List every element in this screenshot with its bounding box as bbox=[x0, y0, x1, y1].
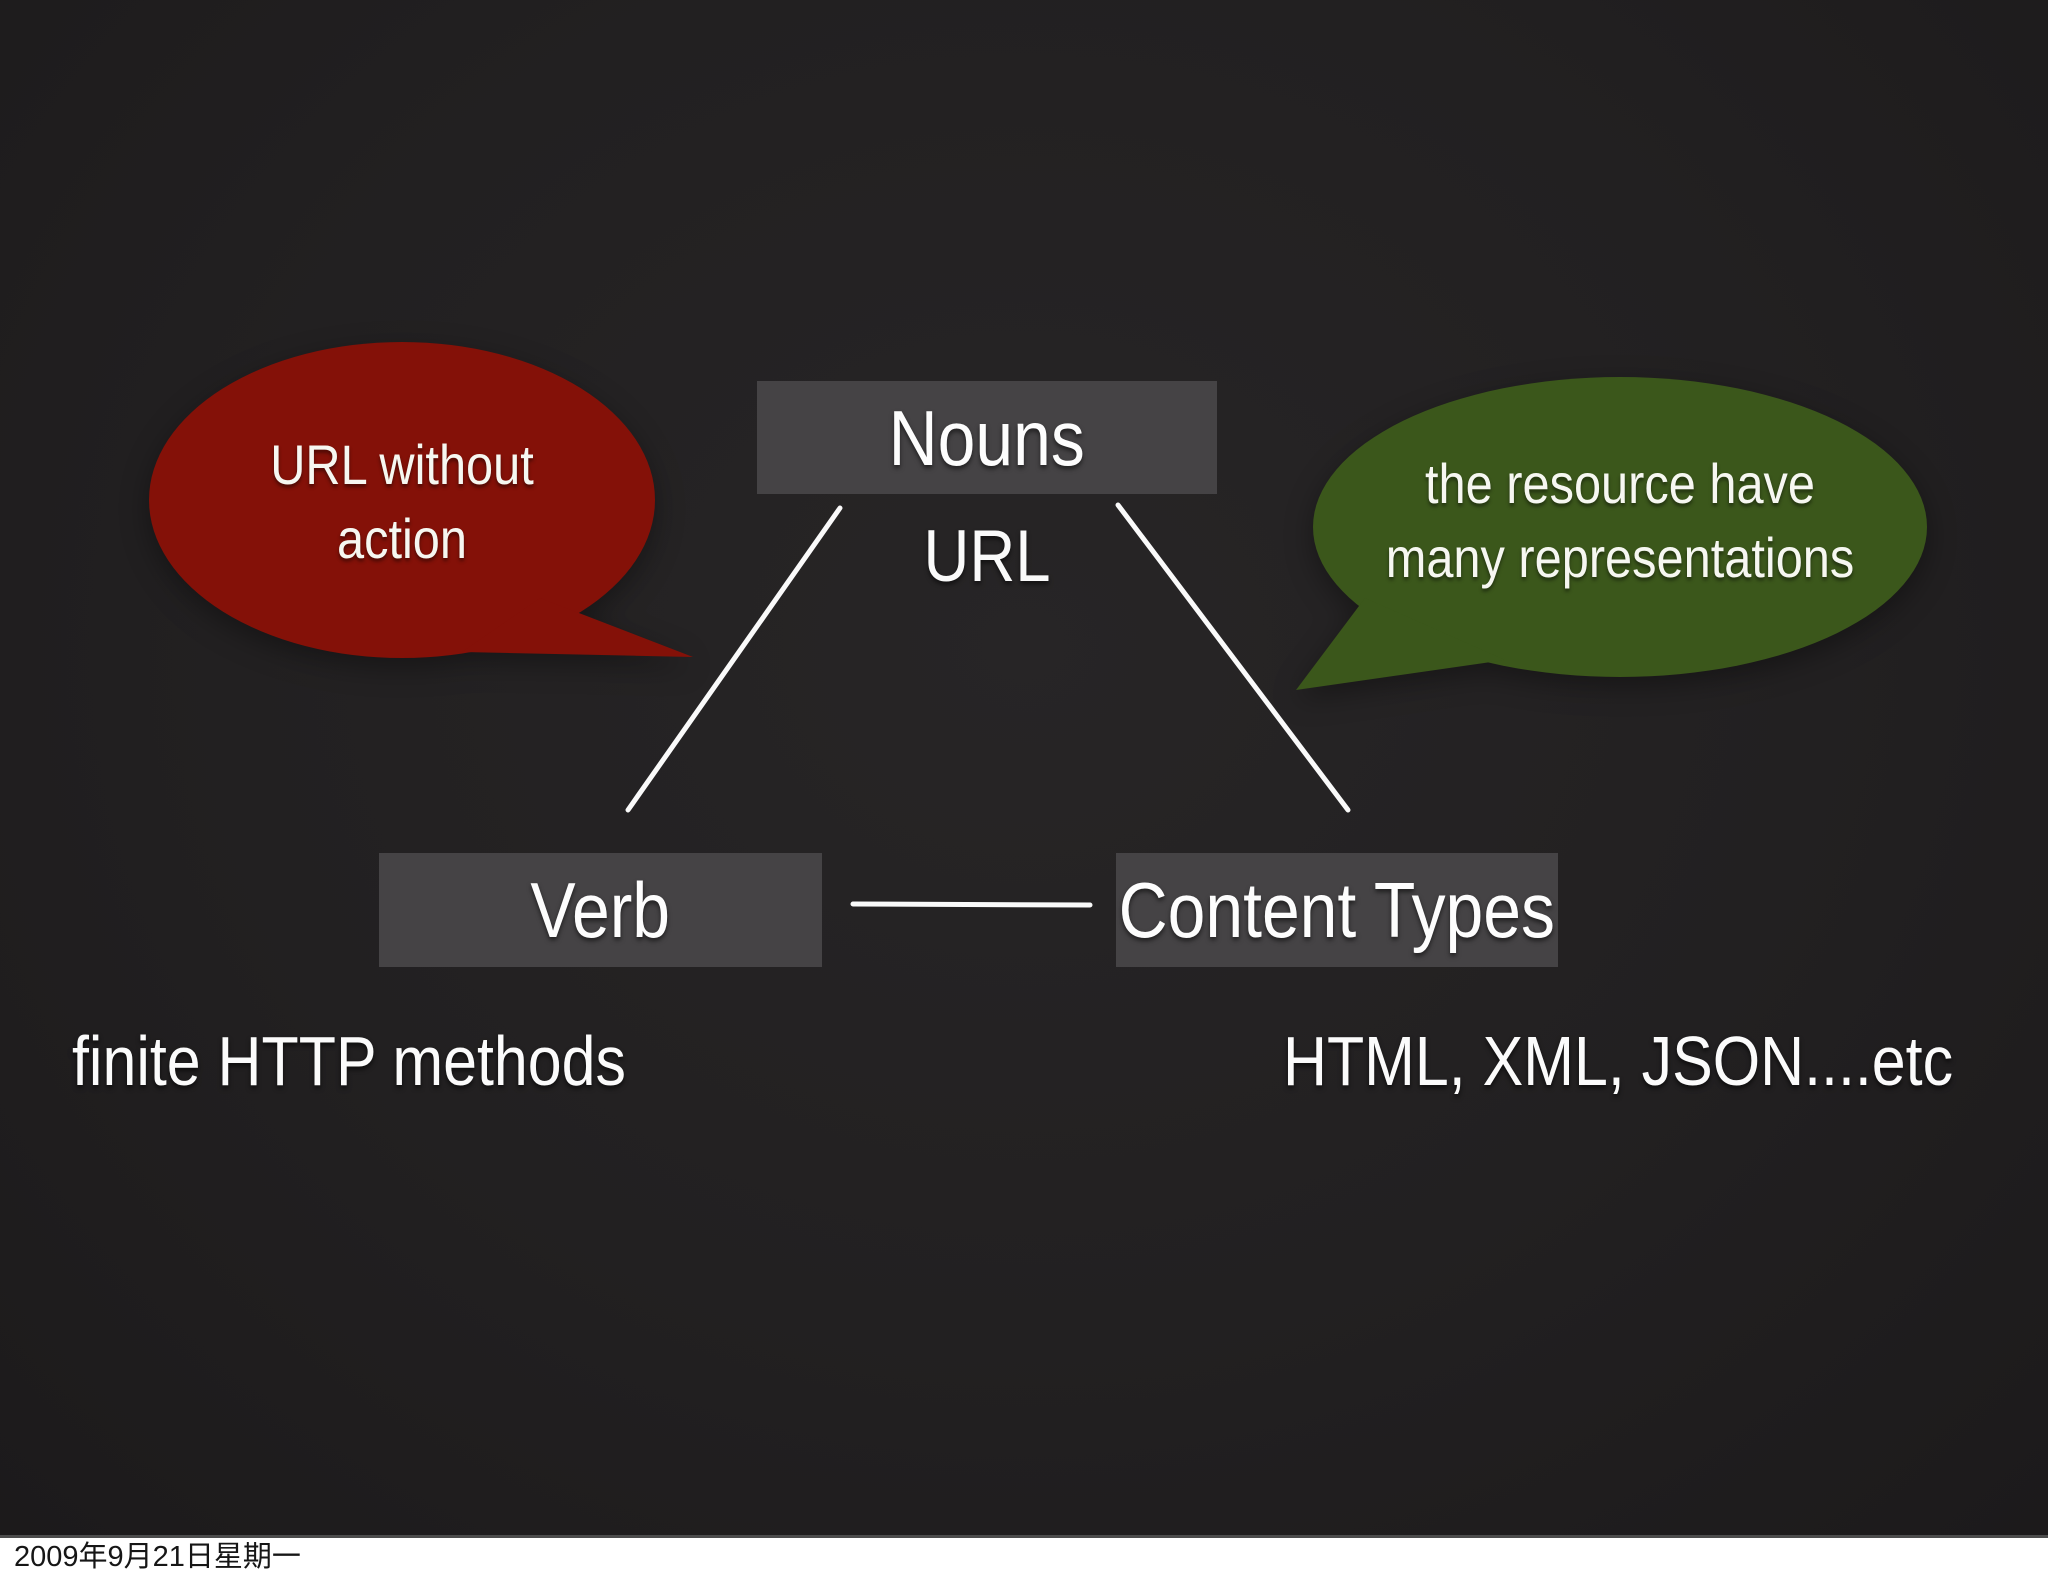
node-nouns: Nouns bbox=[757, 381, 1217, 494]
footer-strip: 2009年9月21日星期一 bbox=[0, 1538, 2048, 1576]
node-nouns-label: Nouns bbox=[888, 393, 1086, 482]
connector-nouns-verb bbox=[625, 505, 843, 813]
node-content-types-label: Content Types bbox=[1118, 866, 1556, 954]
footer-date: 2009年9月21日星期一 bbox=[14, 1540, 301, 1573]
green-speech-bubble-text: the resource have many representations bbox=[1385, 452, 1855, 589]
connector-nouns-content-types bbox=[1115, 502, 1351, 813]
slide-canvas: Nouns URL Verb Content Types finite HTTP… bbox=[0, 0, 2048, 1538]
node-content-types: Content Types bbox=[1116, 853, 1558, 967]
connector-verb-content-types bbox=[850, 901, 1093, 908]
red-speech-bubble-shape bbox=[149, 342, 693, 658]
green-speech-bubble-shape bbox=[1296, 377, 1927, 690]
node-nouns-sublabel: URL bbox=[923, 516, 1051, 597]
diagram-shape-layer bbox=[149, 342, 1927, 908]
node-verb-label: Verb bbox=[530, 866, 671, 954]
content-types-annotation: HTML, XML, JSON....etc bbox=[1283, 1022, 1954, 1100]
node-verb: Verb bbox=[379, 853, 822, 967]
verb-annotation: finite HTTP methods bbox=[72, 1022, 626, 1100]
red-speech-bubble-text: URL without action bbox=[270, 433, 534, 570]
